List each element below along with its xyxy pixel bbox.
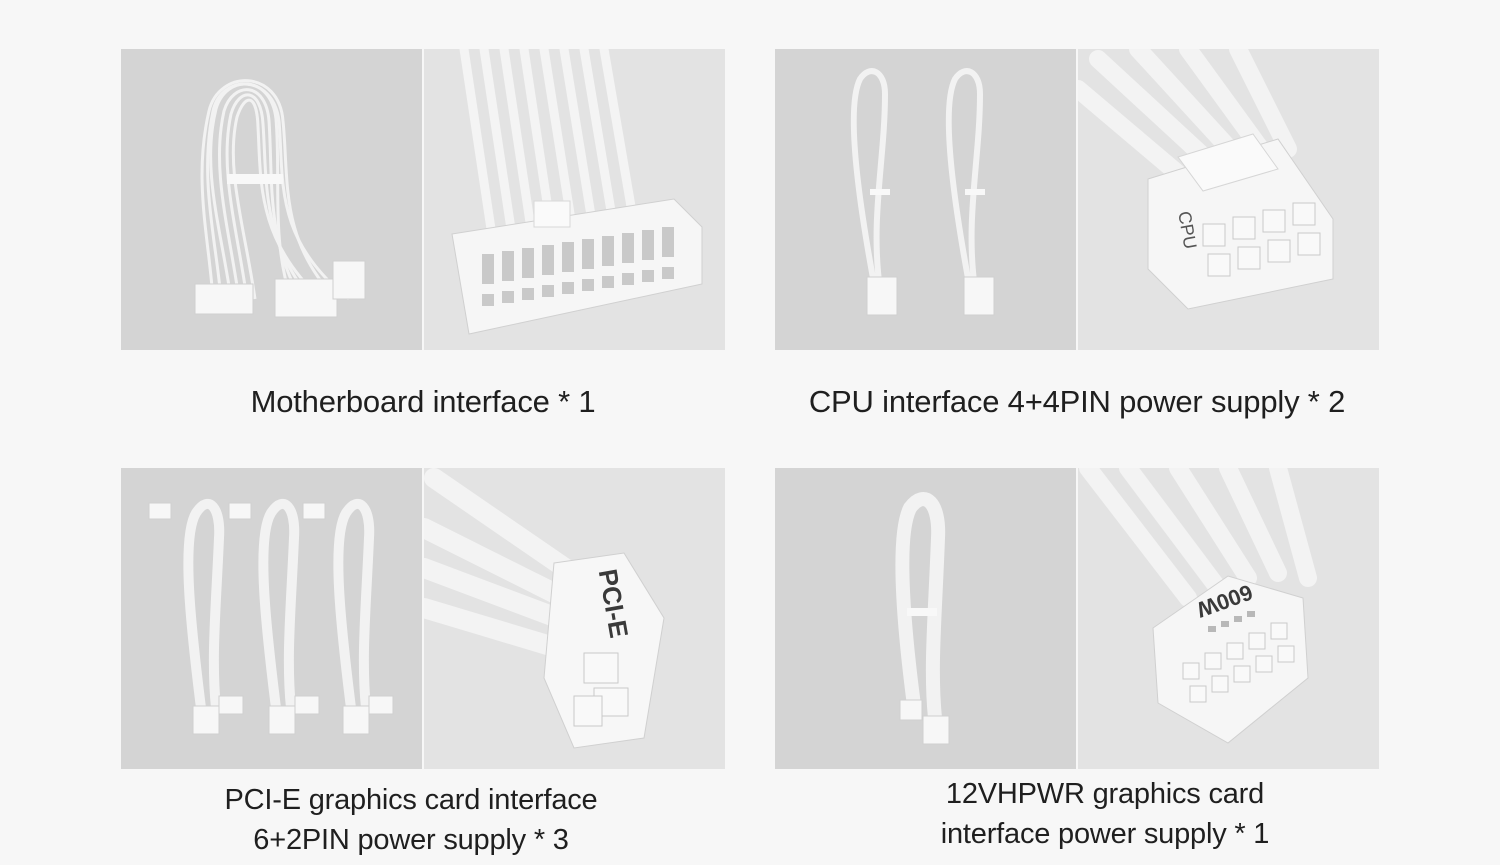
pcie-6plus2pin-connector-image: PCI-E [424,468,725,769]
12vhpwr-connector-image: 600W [1078,468,1379,769]
cpu-4plus4pin-connector-image: CPU [1078,49,1379,350]
pcie-caption: PCI-E graphics card interface 6+2PIN pow… [224,784,598,856]
motherboard-cable-bundle-image [121,49,422,350]
cpu-caption: CPU interface 4+4PIN power supply * 2 [808,384,1346,419]
motherboard-24pin-connector-image [424,49,725,350]
12vhpwr-cable-image [775,468,1076,769]
motherboard-caption: Motherboard interface * 1 [250,384,596,419]
cpu-cable-pair-image [775,49,1076,350]
pcie-cable-set-image [121,468,422,769]
12vhpwr-caption: 12VHPWR graphics card interface power su… [940,778,1270,850]
